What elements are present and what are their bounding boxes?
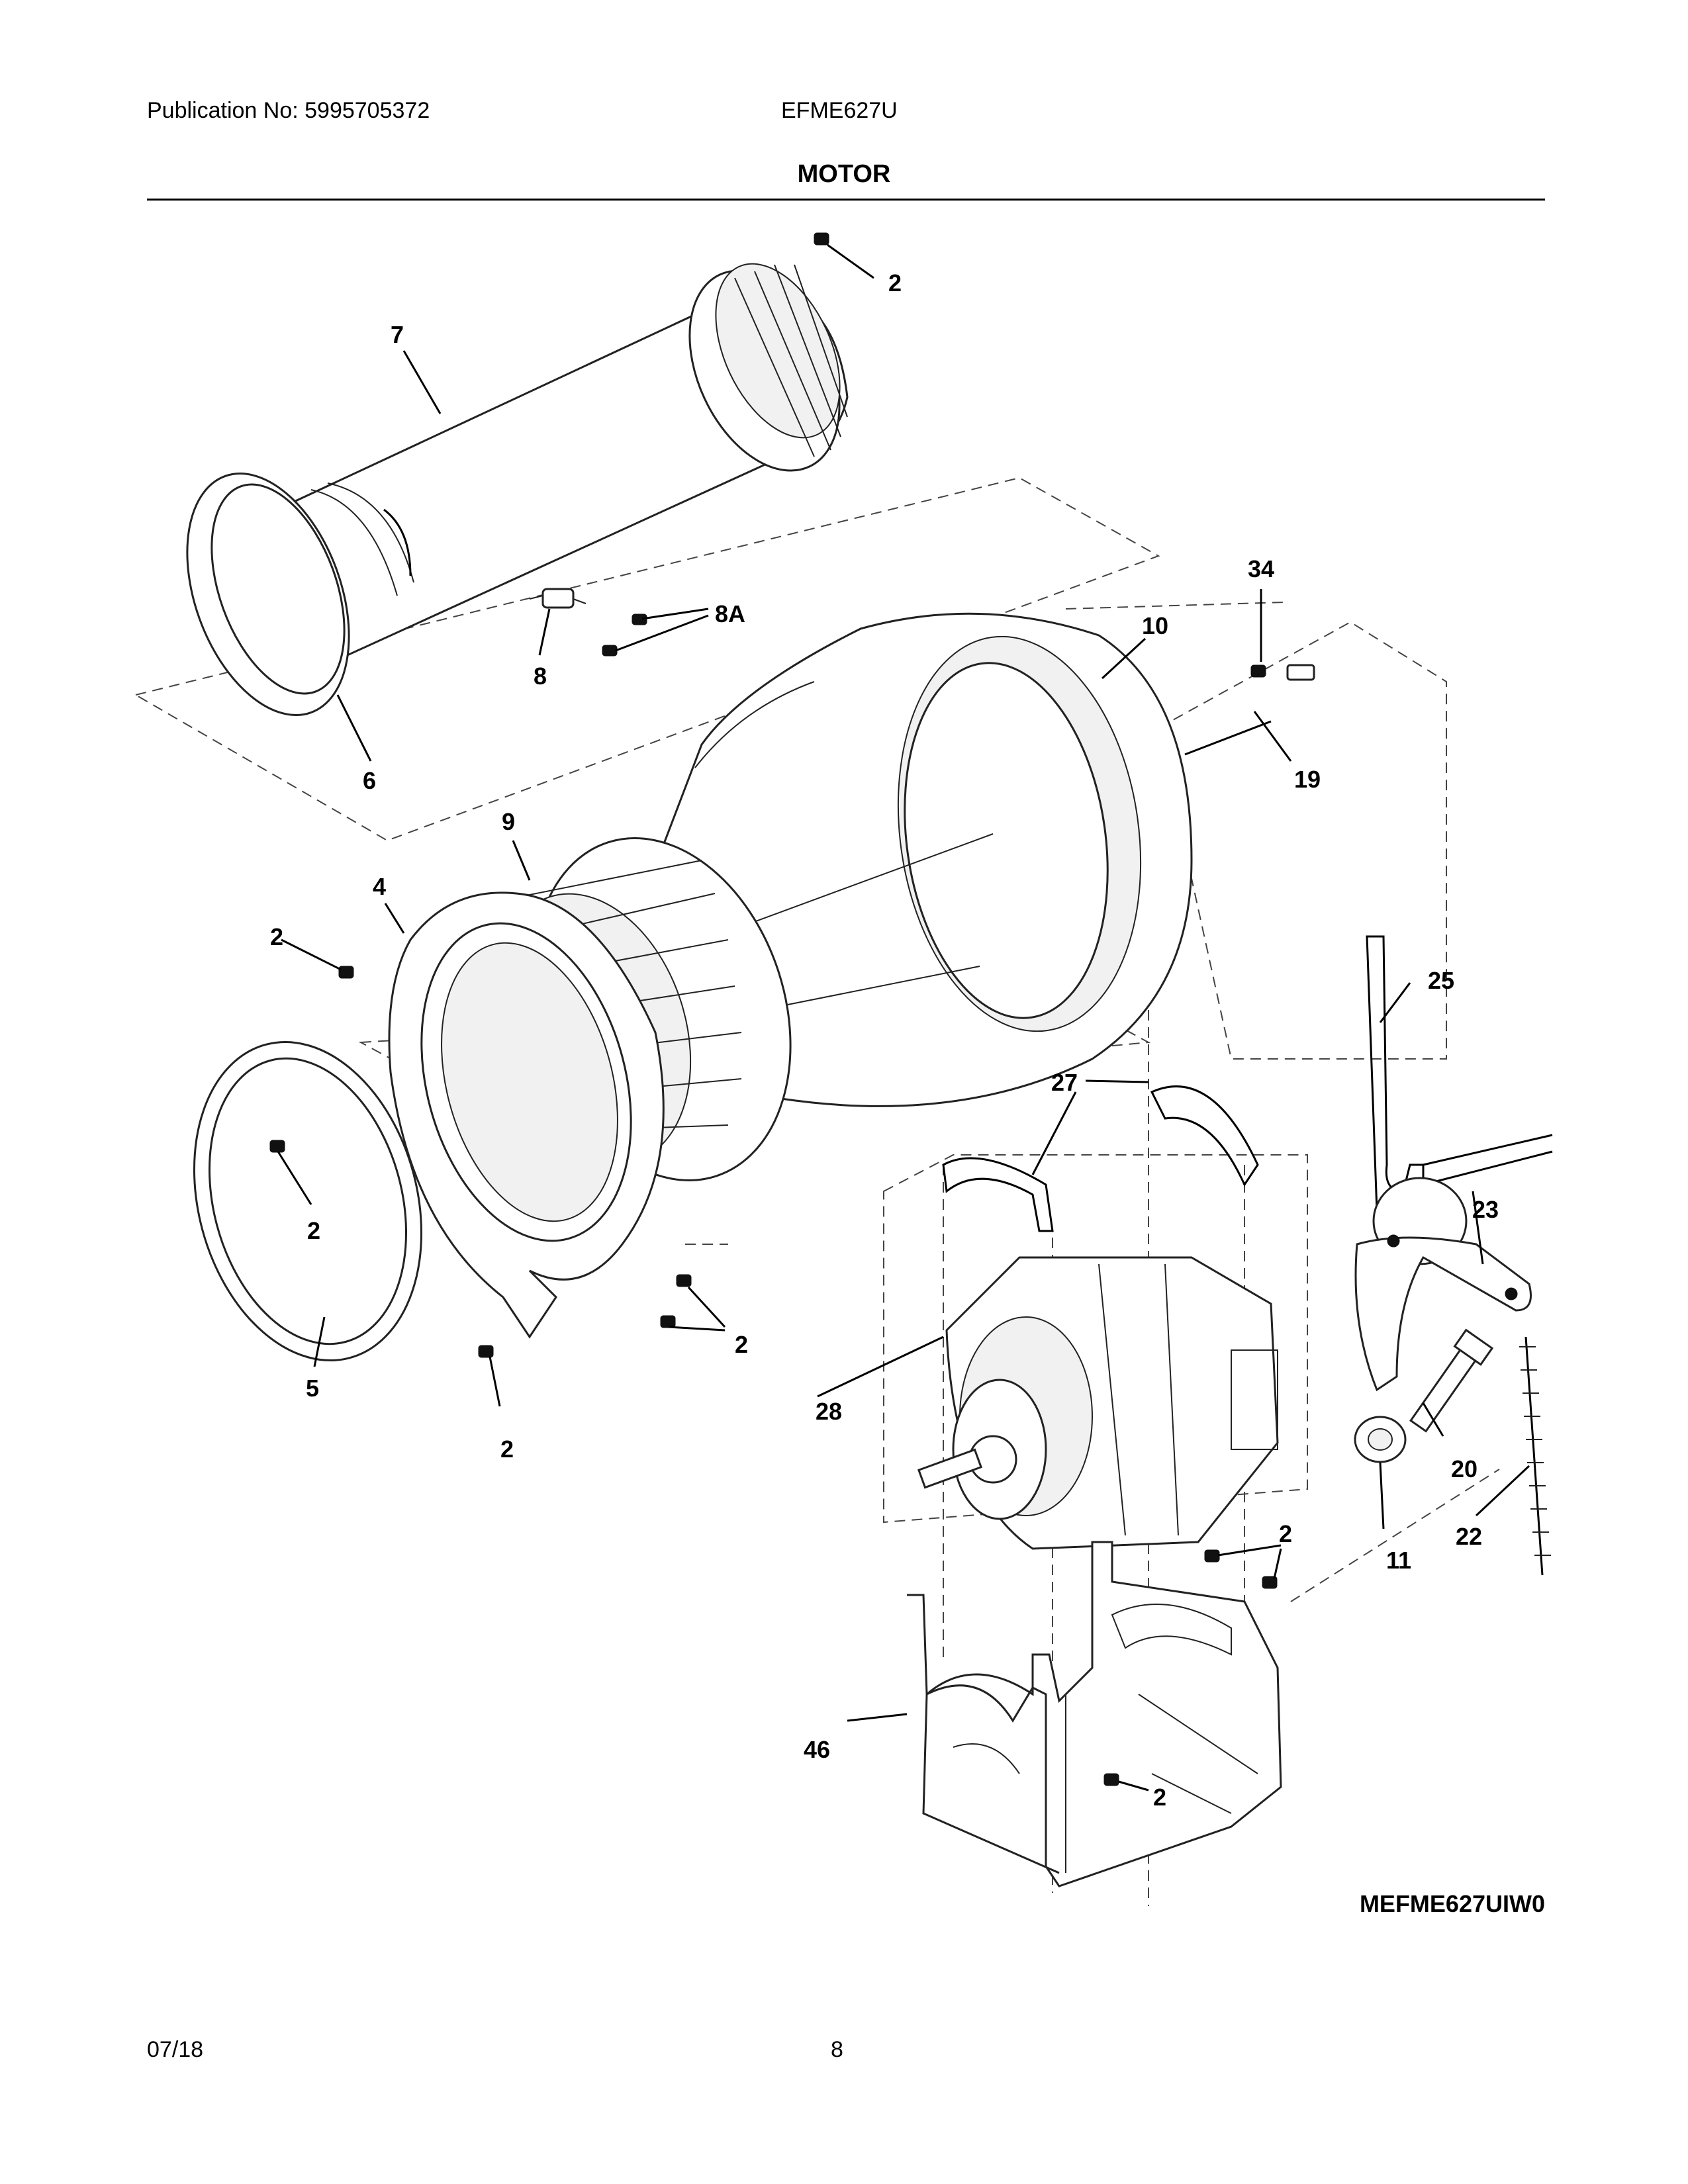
callout-4: 4 [373,873,386,900]
callout-22: 22 [1456,1523,1482,1550]
section-title: MOTOR [797,160,891,188]
thermostat [529,588,647,657]
page-number: 8 [831,2037,843,2062]
callout-2: 2 [1279,1520,1292,1547]
callout-25: 25 [1428,967,1454,994]
drive-motor [917,1256,1279,1550]
footer-date: 07/18 [147,2037,204,2062]
callout-10: 10 [1142,612,1168,639]
screws [269,232,1315,1786]
publication-number: Publication No: 5995705372 [147,98,430,123]
callout-5: 5 [306,1375,319,1402]
callout-8: 8 [534,662,547,690]
callout-7: 7 [391,321,404,348]
callout-6: 6 [363,767,376,794]
callout-2: 2 [307,1217,320,1244]
model-number: EFME627U [781,98,898,123]
callout-2: 2 [1153,1784,1166,1811]
blower-housing-cover [388,891,665,1339]
callout-2: 2 [735,1331,748,1358]
callout-20: 20 [1451,1455,1477,1482]
drum-duct [261,263,849,673]
callout-28: 28 [816,1398,842,1425]
motor-straps [942,1085,1259,1232]
callout-2: 2 [500,1435,514,1463]
callout-23: 23 [1472,1196,1499,1223]
callout-34: 34 [1248,555,1274,582]
callout-labels: 2 7 6 8 8A 34 10 19 9 4 2 25 27 2 23 5 2… [270,269,1499,1811]
figure-code: MEFME627UIW0 [1359,1890,1545,1917]
callout-11: 11 [1386,1547,1411,1574]
drive-belt [1366,935,1553,1216]
idler-arm [1354,1177,1532,1392]
seal-ring-6 [186,473,350,716]
callout-2: 2 [888,269,902,296]
seal-ring-5 [193,1041,423,1361]
callout-27: 27 [1051,1069,1078,1096]
callout-8a: 8A [715,600,745,627]
callout-2: 2 [270,923,283,950]
callout-9: 9 [502,808,515,835]
callout-46: 46 [804,1736,830,1763]
motor-mount [907,1541,1282,1888]
header-rule [147,199,1545,201]
callout-19: 19 [1294,766,1321,793]
leader-lines [277,244,1530,1792]
